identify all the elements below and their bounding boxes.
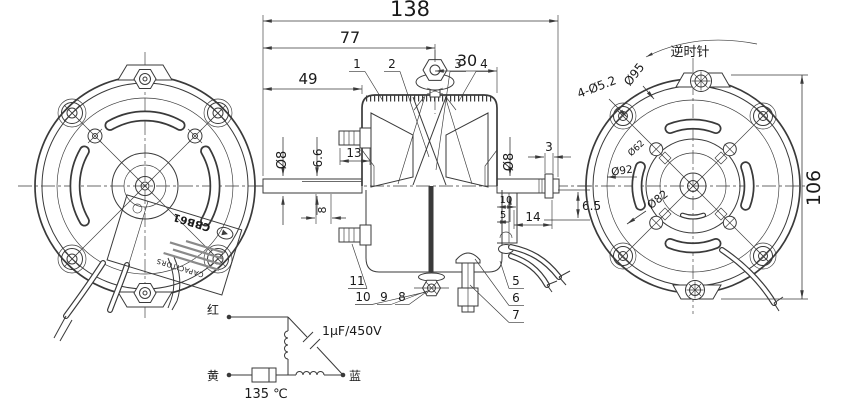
callout-11: 11 [349, 274, 364, 288]
wire-red-label: 红 [207, 302, 219, 317]
capacitor-nameplate: CAPACITORS CBB61 [106, 194, 243, 296]
hex-bolt-icon [133, 283, 157, 303]
dim-overall-length: 138 [390, 0, 430, 21]
right-view-vent-slots [631, 118, 755, 254]
left-view-screws [87, 128, 203, 144]
dim-recess-dia: Ø82 [645, 188, 671, 212]
callout-10: 10 [355, 290, 370, 304]
left-view-top-ear [117, 64, 173, 89]
dim-boss-step: 5 [500, 210, 506, 221]
left-view-corner-holes [57, 98, 233, 274]
stator-windings [361, 95, 498, 188]
left-view-lead-wires [53, 256, 181, 342]
main-winding-coil [295, 371, 325, 376]
terminal-stud-upper [338, 127, 372, 149]
dimension-annotations: 138 77 30 49 Ø8 6.6 13 8 Ø8 3 [262, 0, 601, 229]
callout-9: 9 [380, 290, 388, 304]
aux-winding-coil [284, 330, 289, 360]
dim-rear-offset: 6.5 [582, 199, 601, 213]
rear-shaft [496, 178, 546, 194]
dim-front-shaft-dia: Ø8 [275, 151, 290, 170]
wiring-schematic: 红 黄 135 ℃ 蓝 1μF/450V [207, 302, 382, 402]
hex-bolt-icon [133, 69, 157, 89]
callout-2: 2 [388, 57, 396, 71]
right-end-view: 逆时针 4-Ø5.2 Ø95 Ø62 Ø92 Ø82 106 [575, 39, 825, 314]
callout-5: 5 [512, 274, 520, 288]
callout-1: 1 [353, 57, 361, 71]
dim-shaft-extension: 49 [298, 70, 317, 88]
dim-body-height: 106 [803, 170, 825, 206]
left-view-vent-slots [69, 110, 221, 227]
right-view-screws [649, 142, 737, 230]
dim-bolt-circle: Ø95 [621, 60, 647, 88]
left-view-hub [111, 152, 179, 220]
dim-bracket-width: 14 [525, 210, 540, 224]
dim-rear-shaft-dia: Ø8 [502, 153, 517, 172]
callout-7: 7 [512, 308, 520, 322]
knurled-bolt-icon [690, 70, 712, 92]
dim-shaft-flat: 6.6 [311, 148, 325, 167]
right-view-lead-wire [719, 247, 784, 312]
wire-yellow-label: 黄 [207, 369, 219, 383]
dim-groove-width: 3 [545, 140, 553, 154]
capacitor-brand-text: CAPACITORS [155, 257, 204, 279]
front-shaft [262, 178, 363, 194]
callout-6: 6 [512, 291, 520, 305]
callout-4: 4 [480, 57, 488, 71]
right-view-bottom-ear [672, 280, 722, 300]
carriage-bolt-icon [455, 252, 481, 313]
part-callouts: 1 2 3 4 11 10 9 8 5 6 7 [348, 57, 524, 323]
lead-wires [498, 244, 571, 293]
thermal-fuse-symbol [251, 367, 277, 383]
through-bolt-icon [414, 186, 449, 297]
dim-rear-section: 30 [457, 51, 477, 70]
left-view-bottom-ear [117, 283, 173, 308]
dim-boss-width: 10 [500, 195, 513, 206]
dim-inner-dia: Ø62 [626, 138, 647, 159]
dim-mounting-holes: 4-Ø5.2 [575, 73, 618, 101]
right-view-top-ear [675, 70, 731, 92]
capacitor-rating-label: 1μF/450V [322, 323, 382, 338]
thermal-protector-label: 135 ℃ [244, 387, 288, 402]
callout-8: 8 [398, 290, 406, 304]
wire-blue-label: 蓝 [349, 369, 361, 383]
left-end-view: CAPACITORS CBB61 [18, 52, 274, 342]
dim-keyway-width: 8 [316, 207, 329, 214]
dim-front-section: 77 [340, 28, 360, 47]
capacitor-symbol [287, 316, 344, 376]
dim-pilot-dia: Ø92 [610, 164, 633, 179]
knurled-bolt-icon [685, 280, 705, 300]
rotation-direction-label: 逆时针 [670, 44, 709, 60]
dim-terminal-length: 13 [346, 146, 361, 160]
callout-3: 3 [454, 57, 462, 71]
terminal-stud-lower [338, 224, 372, 246]
